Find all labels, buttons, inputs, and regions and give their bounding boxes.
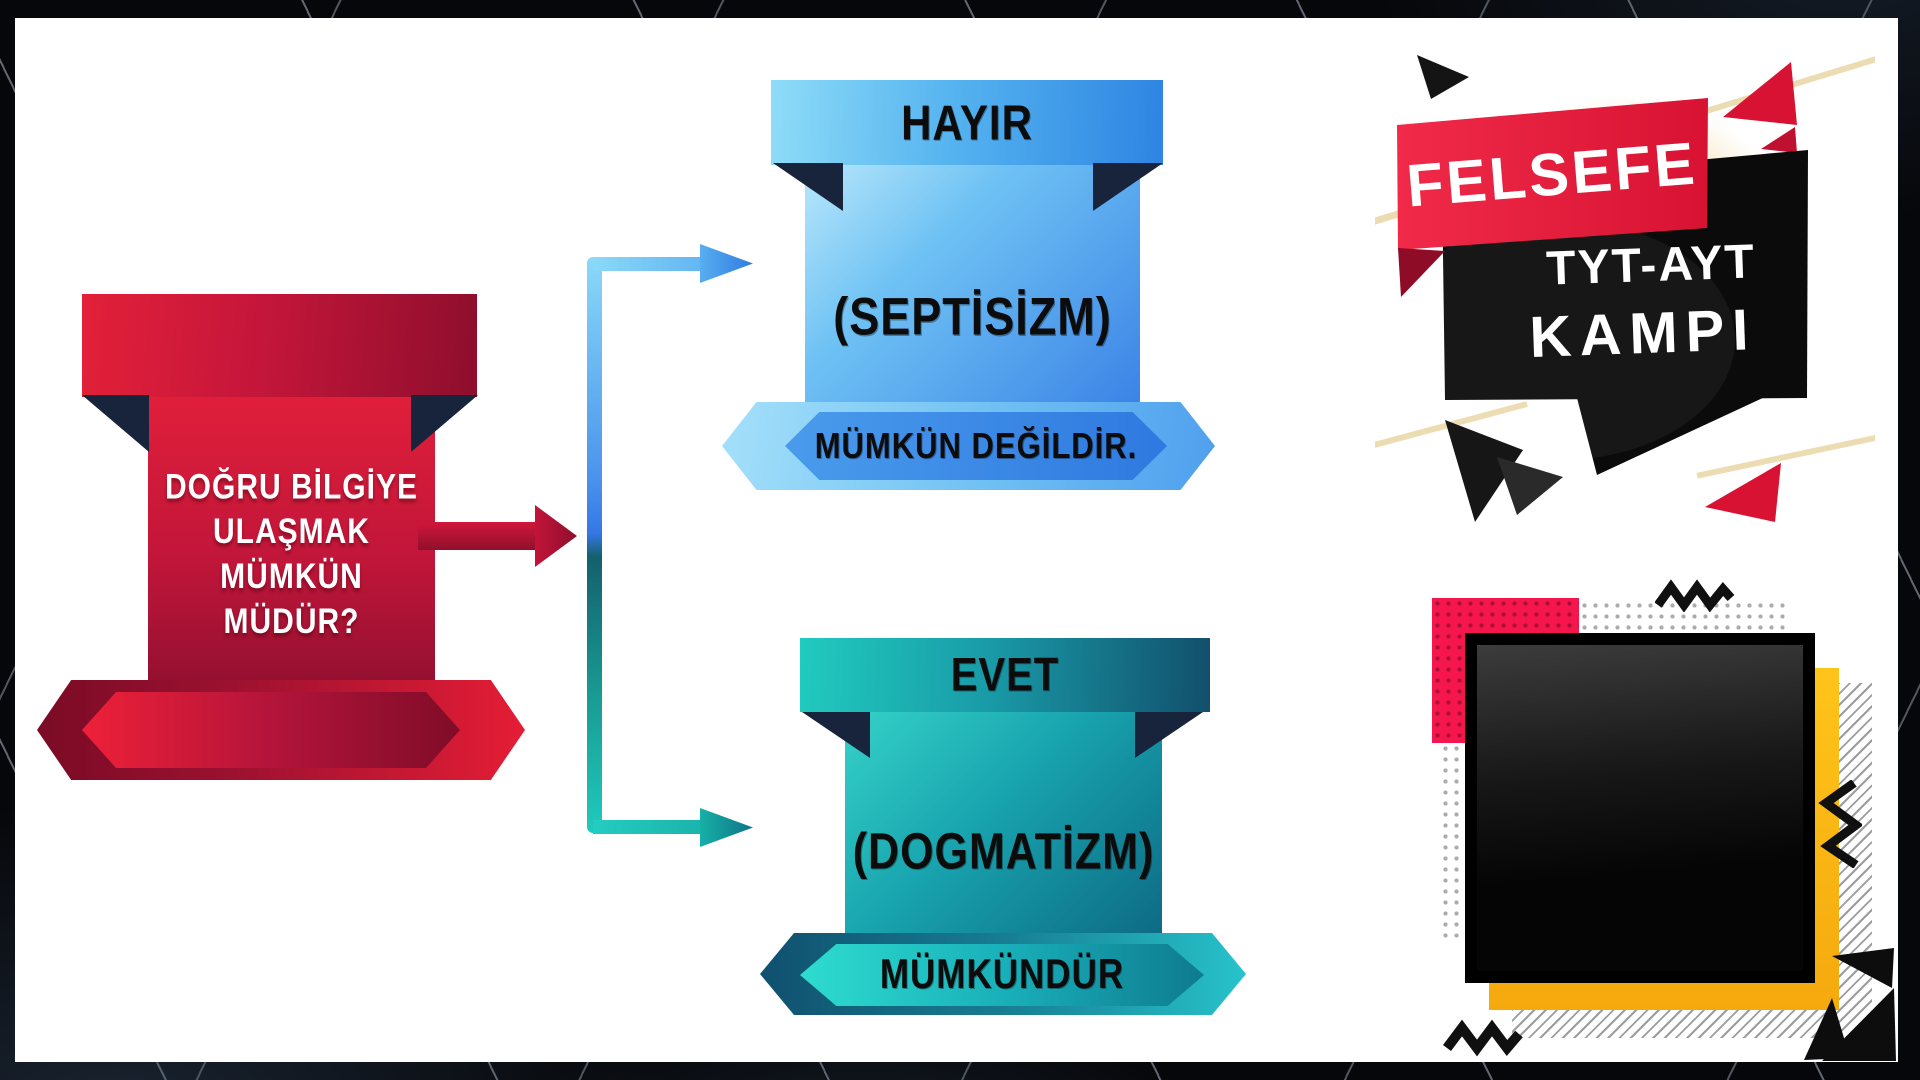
question-line: ULAŞMAK [212,512,370,552]
logo-ribbon [1397,98,1708,250]
logo-triangle-black-bottomleft-big [1445,420,1523,522]
no-ribbon-inner: MÜMKÜN DEĞİLDİR. [785,412,1167,480]
yes-verdict-text: MÜMKÜNDÜR [879,951,1125,998]
logo-exam-text: TYT-AYT [1545,235,1756,295]
logo-triangle-red-topright-small [1761,127,1797,153]
question-text: DOĞRU BİLGİYE ULAŞMAK MÜMKÜN MÜDÜR? [148,440,435,670]
logo-camp-text: KAMPI [1528,297,1757,370]
logo-speech-bubble-tail [1577,396,1767,475]
memphis-black-square [1465,633,1815,983]
question-line: MÜMKÜN [220,557,363,597]
zigzag-top-icon [1655,579,1735,612]
logo-triangle-black-topleft [1417,55,1469,99]
no-scroll-body [805,163,1140,412]
question-scroll-band [82,294,477,397]
yes-scroll-band: EVET [800,638,1210,712]
yes-answer-text: EVET [950,648,1060,701]
branch-arm-bottom [593,820,702,834]
logo-ribbon-fold [1398,248,1445,297]
memphis-black-square-inner [1477,645,1803,971]
question-ribbon-inner [82,692,460,768]
zigzag-bottomleft-icon [1443,1019,1523,1057]
no-school-text: (SEPTİSİZM) [833,286,1112,347]
logo-triangle-black-bottomleft-small [1497,457,1563,515]
yes-school-text-wrap: (DOGMATİZM) [845,820,1162,884]
question-line: MÜDÜR? [223,602,360,642]
logo-triangle-red-bottomright [1705,463,1781,522]
branch-arm-top [593,257,702,271]
cursor-triangles-icon [1804,948,1896,1061]
felsefe-kampi-logo: FELSEFE TYT-AYT KAMPI [1375,35,1875,522]
no-answer-text: HAYIR [901,94,1033,150]
zigzag-right-icon [1818,780,1862,868]
yes-ribbon-inner: MÜMKÜNDÜR [800,944,1204,1006]
logo-triangle-red-topright-big [1723,62,1797,125]
yes-scroll-body [845,712,1162,937]
no-verdict-text: MÜMKÜN DEĞİLDİR. [814,424,1138,467]
question-scroll-body [148,395,435,686]
question-arrow-shaft [418,522,537,550]
question-line: DOĞRU BİLGİYE [164,467,418,507]
no-scroll-band: HAYIR [771,80,1163,165]
logo-bubble-sheen [1385,220,1735,460]
yes-school-text: (DOGMATİZM) [852,823,1155,880]
no-school-text-wrap: (SEPTİSİZM) [805,285,1140,349]
branch-elbow-line [587,257,602,833]
